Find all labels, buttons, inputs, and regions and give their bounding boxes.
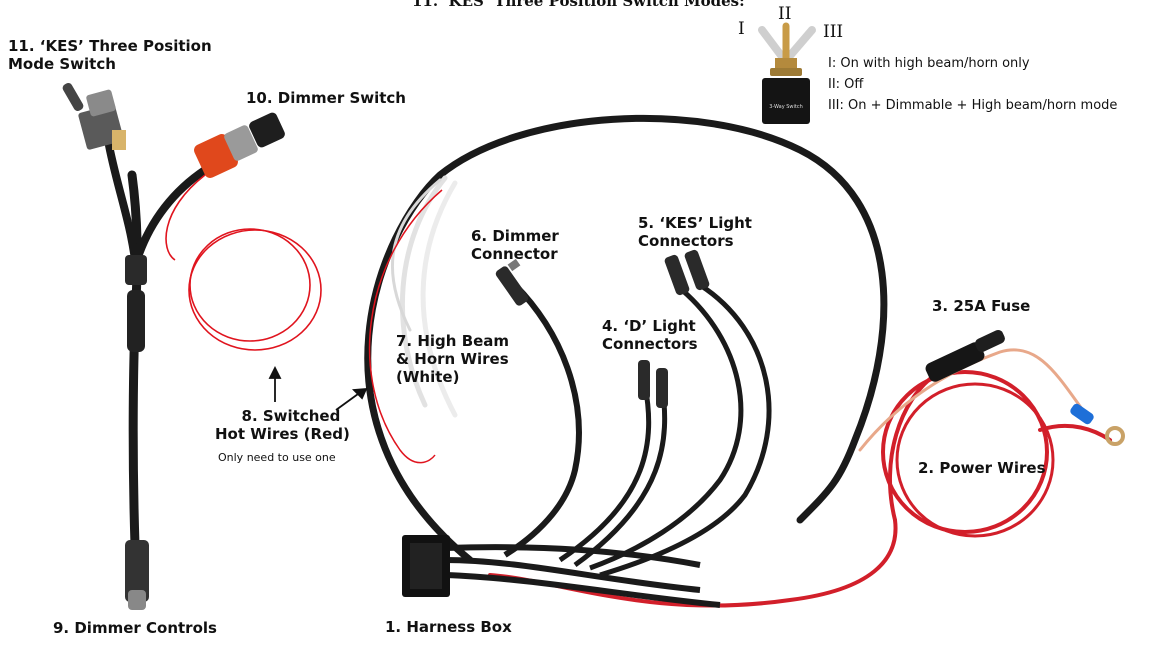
label-kes-connectors-line1: 5. ‘KES’ Light bbox=[638, 214, 752, 232]
label-high-beam: 7. High Beam & Horn Wires (White) bbox=[396, 332, 509, 386]
label-fuse: 3. 25A Fuse bbox=[932, 297, 1031, 315]
label-high-beam-line2: & Horn Wires bbox=[396, 350, 509, 368]
mode-position-i: I bbox=[738, 19, 745, 39]
dimmer-connector-plug bbox=[495, 266, 529, 306]
label-harness-box: 1. Harness Box bbox=[385, 618, 512, 636]
dimmer-switch bbox=[194, 112, 285, 178]
label-mode-switch-line2: Mode Switch bbox=[8, 55, 116, 73]
d-light-connector-1 bbox=[638, 360, 650, 400]
label-mode-switch: 11. ‘KES’ Three Position Mode Switch bbox=[8, 37, 212, 73]
mode-position-iii: III bbox=[823, 22, 844, 42]
main-loop-cable bbox=[364, 114, 888, 564]
label-power-wires: 2. Power Wires bbox=[918, 459, 1046, 477]
modes-title: 11. ‘KES’ Three Position Switch Modes: bbox=[412, 0, 745, 10]
label-switched-hot-note: Only need to use one bbox=[218, 451, 336, 464]
label-d-connectors-line1: 4. ‘D’ Light bbox=[602, 317, 696, 335]
kes-mode-switch bbox=[62, 82, 126, 150]
blue-butt-connector bbox=[1070, 403, 1094, 425]
label-kes-connectors-line2: Connectors bbox=[638, 232, 734, 250]
label-high-beam-line3: (White) bbox=[396, 368, 460, 386]
switch-box-label: 3-Way Switch bbox=[769, 104, 803, 110]
power-wires bbox=[488, 348, 1112, 608]
mode-desc-1: I: On with high beam/horn only bbox=[828, 56, 1030, 71]
label-dimmer-connector: 6. Dimmer Connector bbox=[471, 227, 559, 263]
d-light-connector-2 bbox=[656, 368, 668, 408]
label-switched-hot-line2: Hot Wires (Red) bbox=[215, 425, 350, 443]
switched-hot-red-wire-right bbox=[368, 189, 443, 464]
mode-position-ii: II bbox=[778, 4, 792, 24]
kes-light-connector-2 bbox=[684, 249, 710, 291]
label-mode-switch-line1: 11. ‘KES’ Three Position bbox=[8, 37, 212, 55]
callout-arrows bbox=[268, 365, 368, 411]
fuse-holder bbox=[925, 342, 985, 382]
label-d-connectors: 4. ‘D’ Light Connectors bbox=[602, 317, 698, 353]
label-switched-hot: 8. Switched Hot Wires (Red) bbox=[215, 407, 350, 443]
mode-desc-2: II: Off bbox=[828, 77, 864, 92]
label-kes-connectors: 5. ‘KES’ Light Connectors bbox=[638, 214, 752, 250]
label-high-beam-line1: 7. High Beam bbox=[396, 332, 510, 350]
label-dimmer-connector-line2: Connector bbox=[471, 245, 558, 263]
mode-desc-3: III: On + Dimmable + High beam/horn mode bbox=[828, 98, 1118, 113]
label-switched-hot-line1: 8. Switched bbox=[241, 407, 341, 425]
label-dimmer-controls: 9. Dimmer Controls bbox=[53, 619, 217, 637]
label-dimmer-switch: 10. Dimmer Switch bbox=[246, 89, 406, 107]
label-d-connectors-line2: Connectors bbox=[602, 335, 698, 353]
three-way-switch-illustration bbox=[758, 22, 816, 124]
dimmer-controls-plug bbox=[125, 540, 149, 602]
switched-hot-red-coil bbox=[165, 174, 322, 351]
label-dimmer-connector-line1: 6. Dimmer bbox=[471, 227, 559, 245]
kes-light-connector-1 bbox=[664, 254, 690, 296]
ring-terminal bbox=[1105, 426, 1125, 446]
